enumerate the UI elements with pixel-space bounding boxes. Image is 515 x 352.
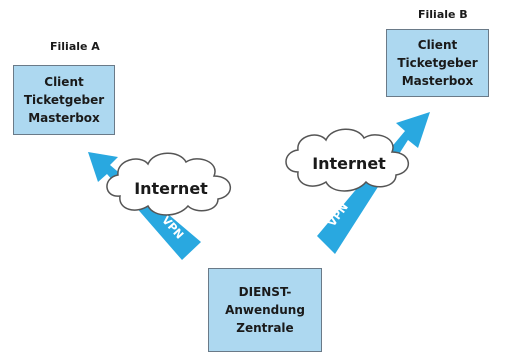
headquarters-line-2: Anwendung [225,303,305,317]
branch-a-line-1: Client [44,75,84,89]
branch-b-line-2: Ticketgeber [397,56,478,70]
internet-label-right: Internet [312,154,386,173]
headquarters-line-1: DIENST- [238,285,292,299]
branch-b-label: Filiale B [418,8,468,21]
branch-a-line-2: Ticketgeber [23,93,105,107]
internet-cloud-right: Internet [285,128,409,192]
branch-b-box: Client Ticketgeber Masterbox [386,29,489,97]
branch-a-label: Filiale A [50,40,100,53]
branch-b-line-3: Masterbox [401,74,474,88]
cloud-icon [106,152,231,216]
branch-b-line-1: Client [417,38,458,52]
branch-a-box: Client Ticketgeber Masterbox [13,65,115,135]
internet-cloud-left: Internet [106,152,231,216]
headquarters-line-3: Zentrale [236,321,294,335]
headquarters-box: DIENST- Anwendung Zentrale [208,268,322,352]
internet-label-left: Internet [134,179,208,198]
cloud-icon [285,128,409,192]
branch-a-line-3: Masterbox [28,111,100,125]
